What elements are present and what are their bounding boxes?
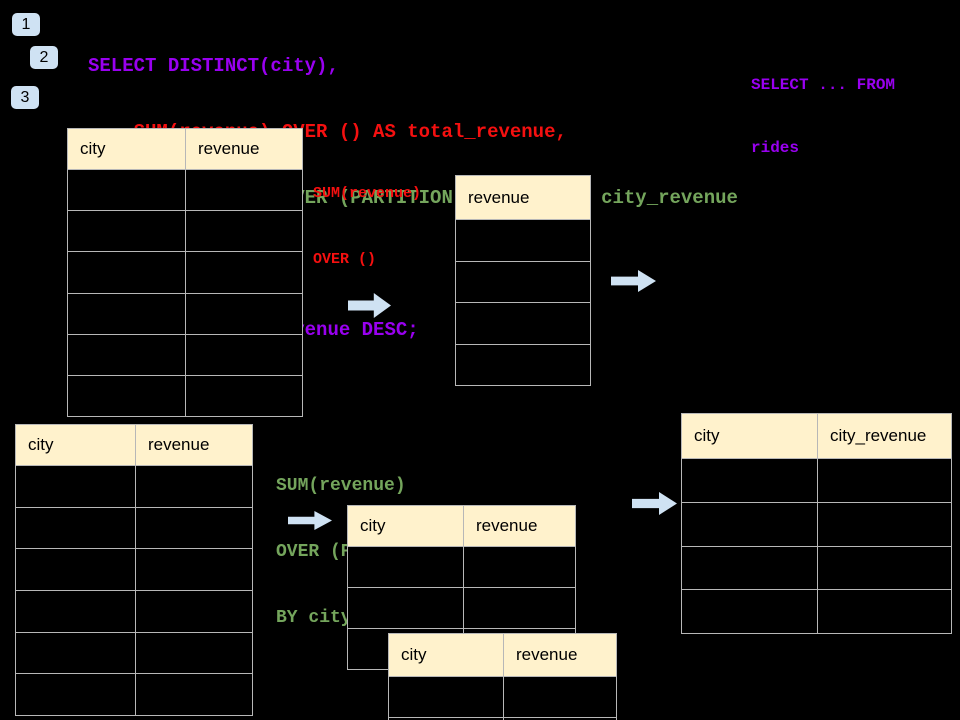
step-badge-2-label: 2 [39,48,49,66]
table-row [456,343,590,386]
arrow-right-icon [632,492,677,515]
arrow-right-icon [348,293,391,318]
table-row [68,251,302,293]
annotation-select-from-line1: SELECT ... FROM [751,76,896,94]
column-header-city: city [68,129,185,169]
table-row [68,333,302,375]
column-header-city: city [389,634,503,676]
table-row [456,260,590,303]
arrow-right-icon [288,511,332,530]
column-header-city: city [348,506,463,546]
table-row [68,374,302,417]
step-badge-2: 2 [30,46,58,69]
column-header-city: city [16,425,135,465]
arrow-right-icon [611,270,656,292]
table-row [682,589,951,633]
column-header-revenue: revenue [502,634,616,676]
table-row [16,631,252,674]
table-row [348,546,575,587]
table-source-top: city revenue [67,128,303,418]
code-line-1: SELECT DISTINCT(city), [88,55,339,77]
column-header-revenue: revenue [462,506,575,546]
column-header-city-revenue: city_revenue [816,414,951,458]
table-source-bottom: city revenue [15,424,253,717]
column-header-city: city [682,414,817,458]
column-header-revenue: revenue [185,129,302,169]
annotation-select-from-rides: SELECT ... FROM rides [751,33,895,201]
table-row [682,458,951,502]
table-source-top-header-row: city revenue [68,129,302,169]
annotation-sum-over-all-line2: OVER () [313,251,377,268]
table-row [348,587,575,628]
column-header-revenue: revenue [134,425,252,465]
table-row [16,506,252,549]
table-total-revenue-header-row: revenue [456,176,590,219]
table-source-bottom-header-row: city revenue [16,425,252,465]
table-row [16,465,252,507]
table-partition-overlay-header-row: city revenue [389,634,616,676]
table-row [389,676,616,717]
table-row [682,545,951,590]
table-row [68,169,302,211]
table-city-revenue-header-row: city city_revenue [682,414,951,458]
table-row [456,302,590,344]
step-badge-1: 1 [12,13,40,36]
table-row [16,673,252,716]
table-city-revenue-result: city city_revenue [681,413,952,634]
table-row [456,219,590,261]
annotation-sum-over-all: SUM(revenue) OVER () [313,139,421,315]
step-badge-3-label: 3 [20,88,30,106]
column-header-revenue: revenue [456,176,590,219]
annotation-select-from-line2: rides [751,139,800,157]
table-row [389,717,616,720]
table-total-revenue-result: revenue [455,175,591,386]
table-partition-overlay: city revenue [388,633,617,720]
table-row [68,292,302,334]
table-row [682,501,951,546]
annotation-sum-over-all-line1: SUM(revenue) [313,185,422,202]
step-badge-1-label: 1 [21,15,31,33]
table-row [16,590,252,632]
table-partition-mid-header-row: city revenue [348,506,575,546]
table-row [16,548,252,591]
table-row [68,210,302,252]
step-badge-3: 3 [11,86,39,109]
annotation-sum-over-partition-line1: SUM(revenue) [276,476,406,496]
